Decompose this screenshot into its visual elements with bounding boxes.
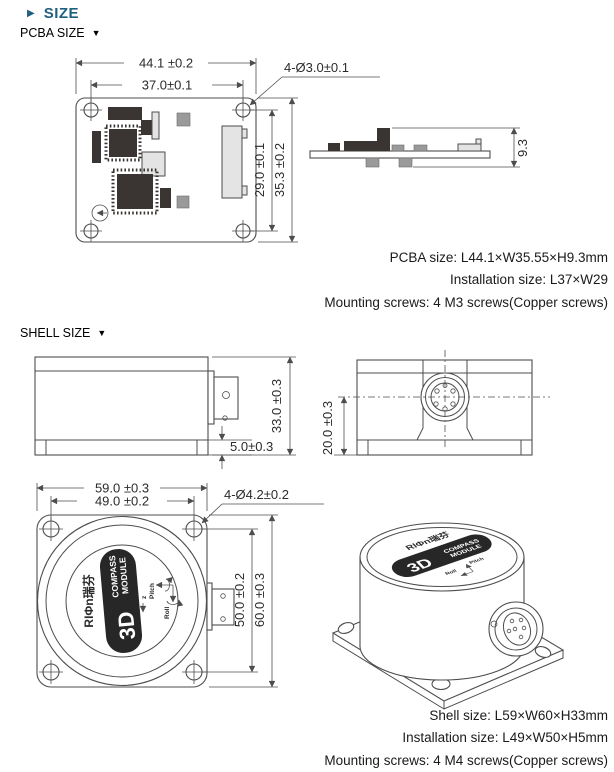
shell-screws-caption: Mounting screws: 4 M4 screws(Copper scre… xyxy=(324,752,608,768)
dim-pcba-outer-height: 35.3 ±0.2 xyxy=(258,97,298,243)
svg-text:9.3: 9.3 xyxy=(515,139,530,157)
svg-text:49.0 ±0.2: 49.0 ±0.2 xyxy=(95,494,149,509)
shell-connector-face xyxy=(338,350,550,450)
shell-side-connector xyxy=(207,370,239,425)
pcba-components xyxy=(91,107,248,222)
svg-text:20.0 ±0.3: 20.0 ±0.3 xyxy=(320,401,335,455)
dim-shell-hole-spacing-h: 50.0 ±0.2 xyxy=(202,528,258,673)
section-bullet-icon: ▶ xyxy=(27,7,35,19)
svg-text:Pitch: Pitch xyxy=(149,583,156,599)
shell-captions: Shell size: L59×W60×H33mm Installation s… xyxy=(324,705,608,772)
pcba-connector xyxy=(221,125,248,199)
svg-text:Pitch: Pitch xyxy=(468,557,485,566)
svg-text:5.0±0.3: 5.0±0.3 xyxy=(230,439,273,454)
pcba-side-view: 9.3 xyxy=(309,127,530,168)
pcba-size-caption: PCBA size: L44.1×W35.55×H9.3mm xyxy=(389,250,608,265)
page-title: SIZE xyxy=(43,5,80,22)
pcba-screws-caption: Mounting screws: 4 M3 screws(Copper scre… xyxy=(324,294,608,310)
product-label: RIΦn瑞芬 3D COMPASS MODULE z Pitch Roll xyxy=(65,544,184,658)
svg-text:50.0 ±0.2: 50.0 ±0.2 xyxy=(232,573,247,627)
dim-shell-flange-height: 5.0±0.3 xyxy=(208,426,273,469)
svg-text:35.3 ±0.2: 35.3 ±0.2 xyxy=(272,143,287,197)
pcba-mounting-holes xyxy=(80,99,254,242)
pcba-captions: PCBA size: L44.1×W35.55×H9.3mm Installat… xyxy=(324,247,608,314)
shell-top-connector xyxy=(206,582,235,631)
svg-text:z: z xyxy=(141,595,148,599)
axis-diagram-iso: Roll Pitch xyxy=(444,557,485,577)
dim-shell-outer-width: 59.0 ±0.3 xyxy=(36,481,208,511)
dim-shell-connector-height: 20.0 ±0.3 xyxy=(320,396,357,456)
shell-size-caption: Shell size: L59×W60×H33mm xyxy=(429,708,608,723)
svg-text:4-Ø4.2±0.2: 4-Ø4.2±0.2 xyxy=(224,487,289,502)
dim-pcba-outer-width: 44.1 ±0.2 xyxy=(75,56,257,94)
dim-pcba-thickness: 9.3 xyxy=(392,127,530,168)
shell-front-view: 20.0 ±0.3 xyxy=(320,350,550,456)
shell-collapse-icon[interactable]: ▼ xyxy=(97,328,107,338)
svg-text:4-Ø3.0±0.1: 4-Ø3.0±0.1 xyxy=(284,60,349,75)
dim-shell-body-height: 33.0 ±0.3 xyxy=(212,356,296,456)
pcba-size-label-text: PCBA SIZE xyxy=(20,26,85,40)
pcba-collapse-icon[interactable]: ▼ xyxy=(91,28,101,38)
shell-installation-caption: Installation size: L49×W50×H5mm xyxy=(402,730,608,746)
svg-text:29.0 ±0.1: 29.0 ±0.1 xyxy=(252,143,267,197)
svg-text:Roll: Roll xyxy=(164,607,171,619)
shell-iso-connector xyxy=(488,601,544,657)
svg-text:60.0 ±0.3: 60.0 ±0.3 xyxy=(252,573,267,627)
svg-text:COMPASS: COMPASS xyxy=(107,555,121,598)
svg-text:MODULE: MODULE xyxy=(117,557,130,595)
pcba-installation-caption: Installation size: L37×W29 xyxy=(450,272,608,288)
shell-side-view: 33.0 ±0.3 5.0±0.3 xyxy=(34,356,296,469)
shell-mounting-holes xyxy=(39,517,206,684)
svg-text:Roll: Roll xyxy=(444,569,459,577)
dim-shell-hole-spacing-w: 49.0 ±0.2 xyxy=(50,494,195,520)
shell-isometric-view: RIΦn瑞芬 3D COMPASS MODULE Roll Pitch xyxy=(331,522,565,710)
orientation-arrow-icon xyxy=(91,204,109,222)
pcba-size-label: PCBA SIZE ▼ xyxy=(20,26,101,40)
callout-shell-holes: 4-Ø4.2±0.2 xyxy=(201,487,324,524)
shell-size-label-text: SHELL SIZE xyxy=(20,326,91,340)
svg-text:RIΦn瑞芬: RIΦn瑞芬 xyxy=(81,573,96,627)
axis-diagram: z Pitch Roll xyxy=(139,576,184,619)
pcba-top-view: 44.1 ±0.2 37.0±0.1 4-Ø3.0±0.1 29.0 ±0.1 xyxy=(75,56,380,243)
dim-pcba-hole-spacing-w: 37.0±0.1 xyxy=(90,78,244,102)
dim-shell-outer-height: 60.0 ±0.3 xyxy=(209,514,278,688)
svg-text:3D: 3D xyxy=(113,611,140,641)
svg-text:37.0±0.1: 37.0±0.1 xyxy=(142,78,193,93)
dim-pcba-hole-spacing-h: 29.0 ±0.1 xyxy=(250,109,278,232)
shell-size-label: SHELL SIZE ▼ xyxy=(20,326,106,340)
svg-text:59.0 ±0.3: 59.0 ±0.3 xyxy=(95,481,149,496)
svg-text:44.1 ±0.2: 44.1 ±0.2 xyxy=(139,56,193,71)
size-section-header[interactable]: ▶ SIZE xyxy=(27,5,79,22)
shell-top-view: RIΦn瑞芬 3D COMPASS MODULE z Pitch Roll xyxy=(36,481,324,688)
svg-text:33.0 ±0.3: 33.0 ±0.3 xyxy=(269,379,284,433)
callout-pcba-holes: 4-Ø3.0±0.1 xyxy=(249,60,380,106)
